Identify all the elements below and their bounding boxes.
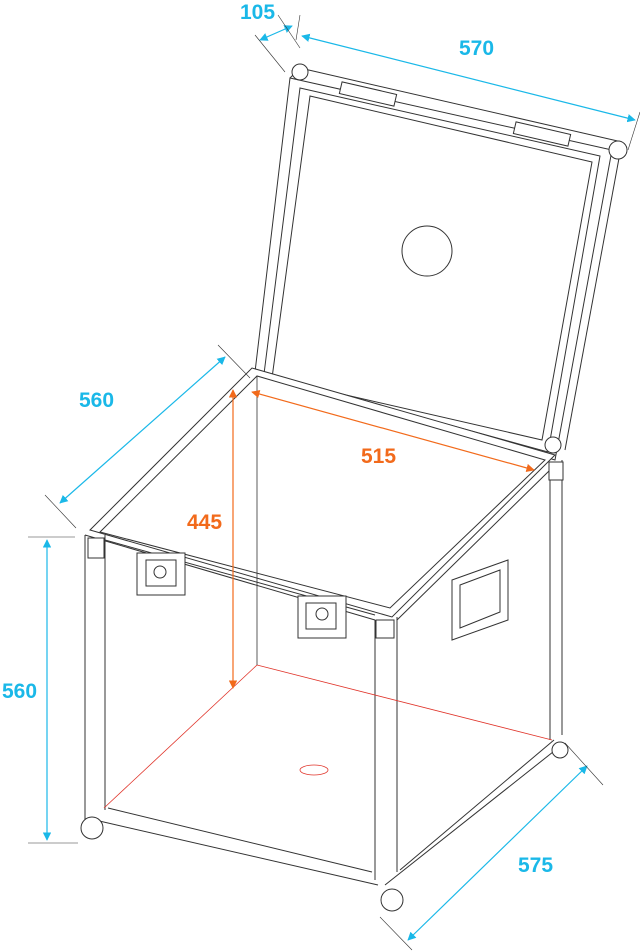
side-handle <box>451 559 509 641</box>
label-bottom-depth: 575 <box>518 854 554 877</box>
dim-bottom-depth-line <box>407 765 588 941</box>
case-body <box>80 367 569 912</box>
dim-inner-width-line <box>251 389 535 473</box>
label-lid-depth: 105 <box>240 1 276 24</box>
front-latch-right <box>297 595 347 639</box>
front-latch-left <box>136 552 186 596</box>
lid-port-circle <box>401 225 453 277</box>
dim-top-depth-line <box>59 356 226 504</box>
dim-lid-depth-line <box>259 25 293 41</box>
label-lid-width: 570 <box>459 37 495 60</box>
inner-guides <box>103 664 553 809</box>
label-inner-height: 445 <box>187 511 223 534</box>
label-height: 560 <box>2 680 38 703</box>
dim-lid-width-line <box>301 33 636 123</box>
label-top-depth: 560 <box>79 389 115 412</box>
label-inner-width: 515 <box>361 445 397 468</box>
